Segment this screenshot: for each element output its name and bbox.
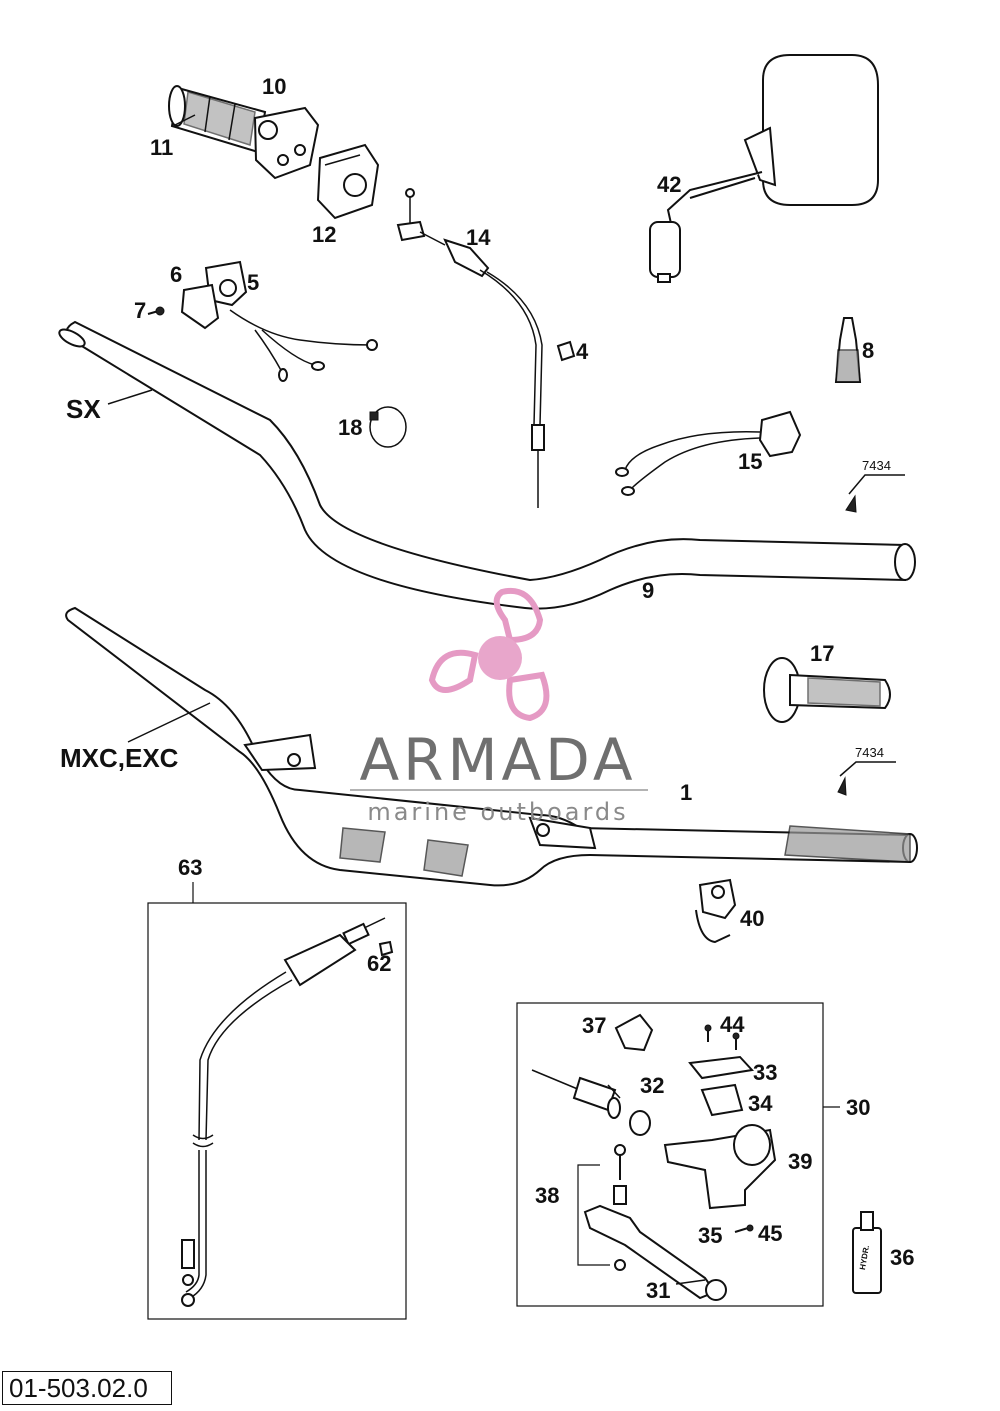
clamp-part-6 (180, 283, 220, 330)
kill-switch-part-5 (204, 260, 378, 382)
mirror-part-42 (649, 54, 879, 283)
grip-part-17 (763, 657, 891, 723)
callout-6: 6 (170, 262, 182, 287)
hot-start-switch-part-15 (615, 410, 802, 496)
document-number: 01-503.02.0 (2, 1371, 172, 1405)
throttle-housing-part-10 (253, 106, 320, 180)
piston-kit-part-32 (531, 1069, 651, 1136)
callout-11: 11 (150, 135, 173, 160)
svg-text:HYDR.: HYDR. (858, 1245, 871, 1271)
model-label-sx: SX (66, 394, 101, 424)
loctite-bottle-part-8 (834, 317, 862, 383)
callout-33: 33 (753, 1060, 777, 1085)
screws-part-44 (704, 1024, 740, 1050)
handlebar-sx-part-9 (58, 320, 916, 610)
reference-mark-bottom: 7434 (837, 745, 896, 796)
callout-62: 62 (367, 951, 391, 976)
brake-lever-part-31 (583, 1204, 727, 1301)
handlebar-mxc-exc-part-1 (65, 606, 918, 887)
callout-32: 32 (640, 1073, 664, 1098)
callout-45: 45 (758, 1221, 782, 1246)
callout-34: 34 (748, 1091, 773, 1116)
callout-44: 44 (720, 1012, 745, 1037)
master-cylinder-box-part-30 (516, 1002, 840, 1307)
gasket-part-34 (700, 1083, 744, 1117)
callout-31: 31 (646, 1278, 670, 1303)
clamp-part-40 (695, 878, 737, 944)
logo-hub (478, 636, 522, 680)
callout-18: 18 (338, 415, 362, 440)
watermark-subtitle: marine outboards (367, 798, 628, 826)
callout-5: 5 (247, 270, 259, 295)
master-cylinder-part-39 (663, 1124, 777, 1210)
clutch-cable-box-part-63 (147, 882, 407, 1320)
screw-part-7 (147, 306, 165, 316)
callout-1: 1 (680, 780, 692, 805)
cable-end-part-62 (378, 940, 394, 957)
watermark: ARMADA marine outboards (350, 587, 648, 826)
callout-14: 14 (466, 225, 491, 250)
callout-42: 42 (657, 172, 681, 197)
reservoir-cover-part-37 (614, 1013, 654, 1052)
callout-8: 8 (862, 338, 874, 363)
leader-lines (107, 114, 706, 1285)
watermark-title: ARMADA (359, 726, 636, 794)
callout-39: 39 (788, 1149, 812, 1174)
callout-10: 10 (262, 74, 286, 99)
logo-blade-3 (506, 671, 550, 722)
callout-40: 40 (740, 906, 764, 931)
throttle-grip-part-11 (168, 85, 267, 154)
callout-63: 63 (178, 855, 202, 880)
callout-30: 30 (846, 1095, 870, 1120)
pivot-bolt-part-38 (577, 1144, 627, 1271)
reference-mark-top: 7434 (845, 458, 905, 513)
callout-7: 7 (134, 298, 146, 323)
lid-part-33 (688, 1055, 755, 1080)
callout-15: 15 (738, 449, 762, 474)
callout-37: 37 (582, 1013, 606, 1038)
logo-blade-1 (493, 587, 544, 644)
callout-12: 12 (312, 222, 336, 247)
screw-part-35-45 (734, 1224, 754, 1233)
callout-36: 36 (890, 1245, 914, 1270)
callout-38: 38 (535, 1183, 559, 1208)
callout-35: 35 (698, 1223, 722, 1248)
logo-blade-2 (428, 649, 479, 693)
watermark-logo (428, 587, 550, 722)
throttle-cable-part-14 (396, 188, 545, 508)
reference-code-top: 7434 (862, 458, 891, 473)
callout-4: 4 (576, 339, 589, 364)
reference-code-bottom: 7434 (855, 745, 884, 760)
throttle-cover-part-12 (316, 143, 380, 220)
callout-17: 17 (810, 641, 834, 666)
model-label-mxc-exc: MXC,EXC (60, 743, 179, 773)
cable-tie-part-18 (369, 406, 407, 448)
callout-9: 9 (642, 578, 654, 603)
cable-nut-part-4 (556, 340, 576, 362)
oil-bottle-part-36: HYDR. (852, 1211, 882, 1294)
callouts: 10 11 12 14 42 6 5 7 4 8 18 15 9 17 1 63… (134, 74, 914, 1303)
